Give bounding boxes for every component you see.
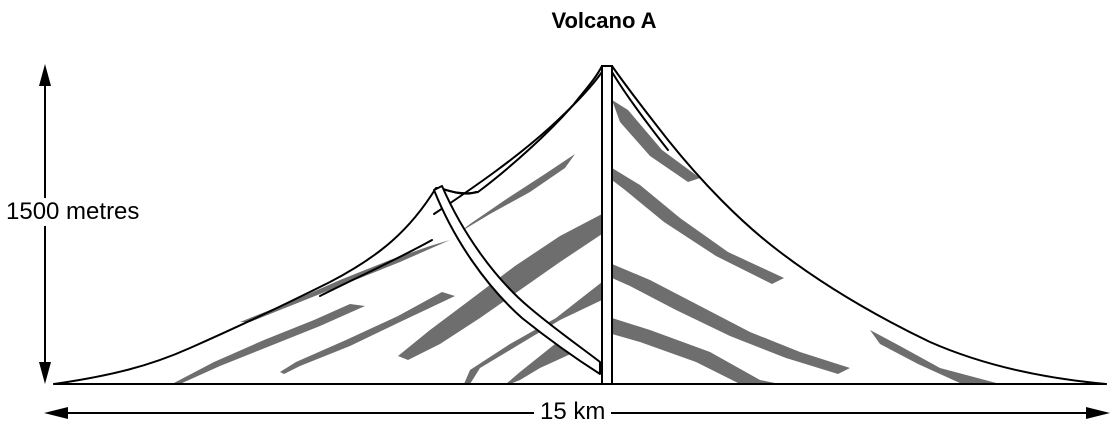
main-vent — [601, 65, 613, 385]
ash-layer — [464, 282, 602, 384]
ash-layer — [870, 330, 1000, 384]
volcano-outline — [53, 65, 1107, 385]
inner-slope-line — [433, 71, 603, 215]
left-slope — [53, 65, 603, 385]
ash-layer — [460, 154, 575, 232]
ash-layer — [172, 304, 365, 384]
diagram-title: Volcano A — [551, 8, 657, 33]
arrow-down-icon — [39, 362, 51, 384]
ash-layer — [612, 264, 850, 374]
side-vent — [433, 185, 601, 375]
ash-layer — [612, 100, 700, 182]
right-slope — [611, 65, 1107, 385]
arrow-up-icon — [39, 64, 51, 86]
inner-slope-line-lower — [319, 239, 433, 297]
arrow-right-icon — [1086, 407, 1110, 419]
ash-layers — [172, 100, 1000, 384]
height-arrow — [39, 64, 51, 384]
ash-layer — [612, 168, 784, 284]
inner-slope-line-right — [611, 71, 669, 151]
ash-layer — [612, 318, 780, 384]
ash-layer — [506, 340, 575, 384]
height-label: 1500 metres — [6, 198, 144, 226]
width-label: 15 km — [534, 398, 612, 426]
ash-layer — [280, 292, 455, 374]
arrow-left-icon — [44, 407, 68, 419]
